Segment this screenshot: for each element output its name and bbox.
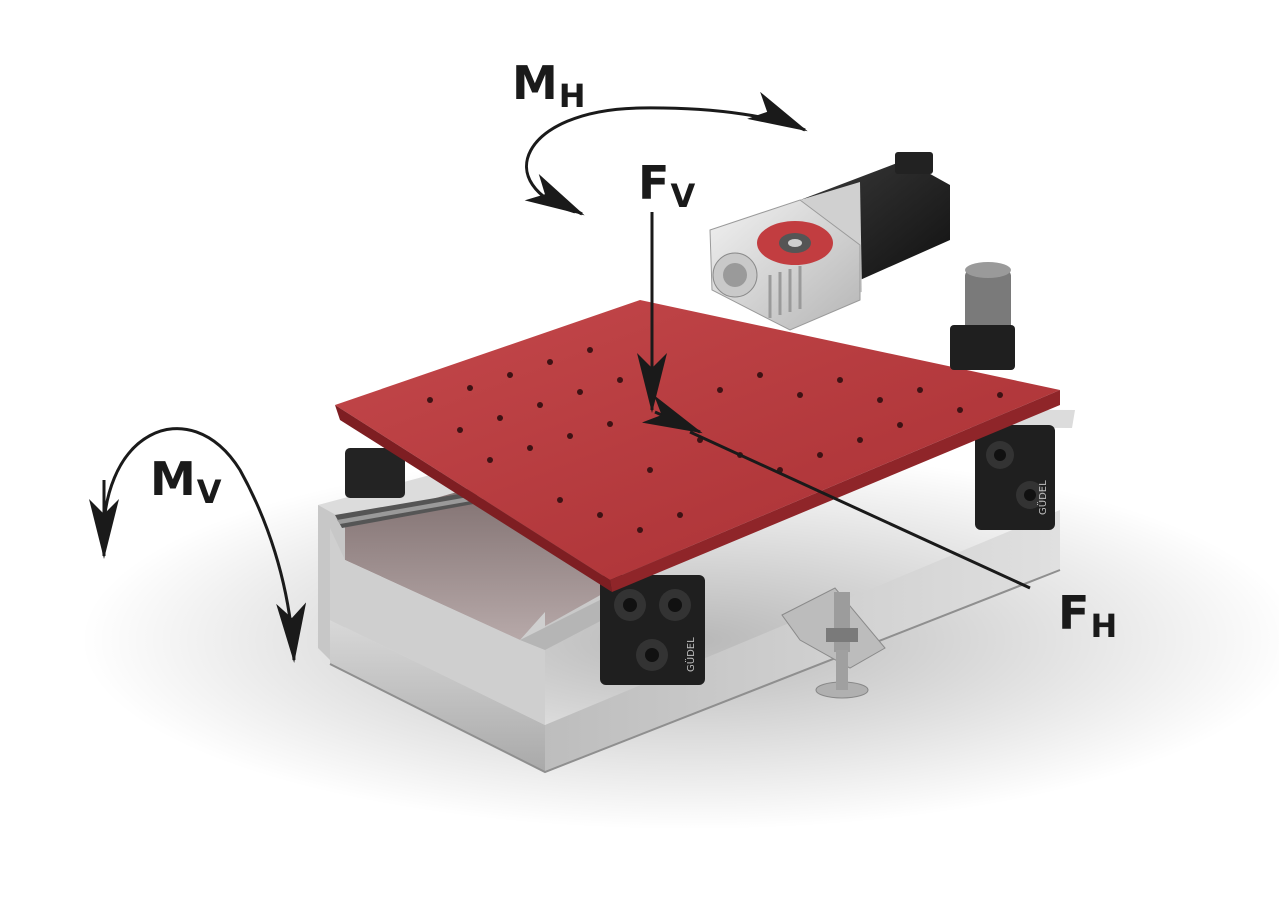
label-mh-main: M	[512, 56, 558, 110]
label-force-vertical: FV	[638, 160, 695, 212]
force-h-arrow-tip	[641, 395, 703, 434]
label-fh-sub: H	[1090, 607, 1118, 645]
drive-unit	[709, 152, 950, 331]
label-moment-horizontal: MH	[512, 60, 586, 112]
moment-h-arrow-tail	[524, 173, 585, 216]
force-h-line	[689, 430, 1031, 590]
label-moment-vertical: MV	[150, 456, 222, 508]
moment-v-arrow	[101, 427, 307, 663]
carriage-plate	[335, 300, 1060, 592]
leveling-foot	[781, 587, 886, 699]
label-fv-main: F	[638, 156, 670, 210]
label-fv-sub: V	[670, 177, 696, 215]
bearing-blocks	[345, 425, 1055, 685]
label-fh-main: F	[1058, 586, 1090, 640]
label-mv-sub: V	[196, 473, 222, 511]
lubricator	[950, 262, 1015, 370]
label-force-horizontal: FH	[1058, 590, 1117, 642]
label-mh-sub: H	[558, 77, 586, 115]
force-arrows	[89, 91, 1031, 663]
label-mv-main: M	[150, 452, 196, 506]
